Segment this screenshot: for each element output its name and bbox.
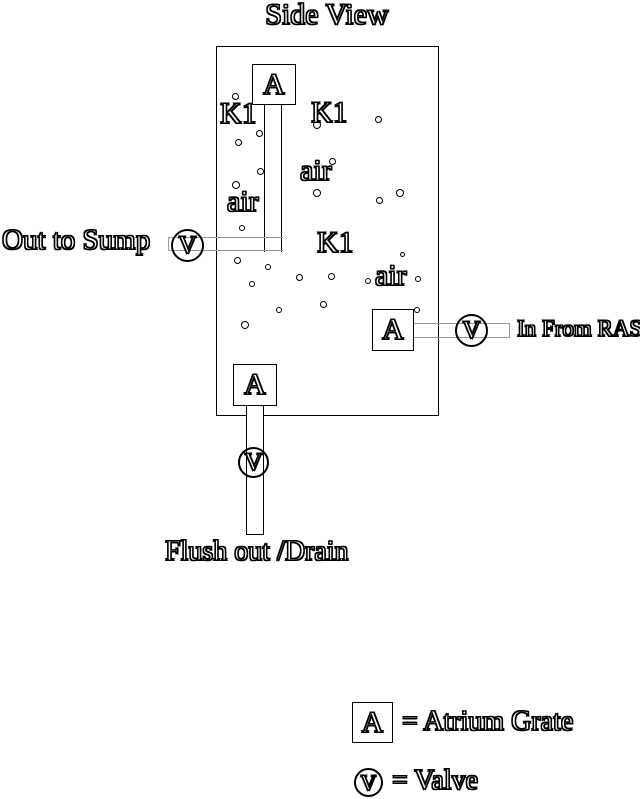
air-bubble: [233, 256, 241, 264]
air-bubble: [399, 251, 405, 257]
air-bubble: [231, 92, 239, 100]
label-out-to-sump: Out to Sump: [1, 224, 151, 256]
label-flush-drain: Flush out /Drain: [164, 536, 349, 567]
air-bubble: [255, 129, 263, 137]
label-in-from-ras: In From RAS: [516, 316, 640, 341]
tank-label-k1: K1: [316, 226, 354, 259]
tank-label-k1: K1: [219, 97, 257, 130]
atrium-grate-letter: A: [244, 368, 267, 401]
air-bubble: [375, 196, 383, 204]
air-bubble: [265, 264, 271, 270]
air-bubble: [313, 189, 321, 197]
air-bubble: [295, 273, 303, 281]
legend-valve-symbol: V: [354, 768, 383, 797]
valve-letter: V: [462, 317, 481, 344]
air-bubble: [374, 115, 382, 123]
atrium-grate-letter: A: [361, 705, 384, 739]
air-bubble: [234, 138, 242, 146]
tank-outline: [216, 46, 439, 416]
atrium-grate-top-box: A: [252, 64, 296, 105]
air-bubble: [232, 181, 240, 189]
air-bubble: [327, 272, 335, 280]
valve-in-from-ras: V: [455, 314, 488, 347]
atrium-grate-letter: A: [382, 313, 405, 346]
tank-label-air: air: [226, 185, 259, 218]
air-bubble: [241, 321, 249, 329]
air-bubble: [319, 300, 327, 308]
tank-label-air: air: [299, 154, 332, 187]
valve-out-to-sump: V: [171, 229, 204, 262]
legend-atrium-grate-text: = Atrium Grate: [401, 706, 574, 737]
valve-letter: V: [360, 769, 377, 795]
atrium-grate-right-box: A: [372, 309, 414, 351]
tank-label-air: air: [374, 259, 407, 292]
tank-label-k1: K1: [310, 96, 348, 129]
air-bubble: [414, 307, 420, 313]
pipe-out-to-sump: [168, 237, 283, 251]
atrium-grate-bottom-box: A: [233, 364, 277, 406]
air-bubble: [396, 189, 404, 197]
valve-letter: V: [178, 232, 197, 259]
legend-atrium-grate-box: A: [352, 702, 393, 743]
air-bubble: [276, 307, 282, 313]
air-bubble: [256, 167, 264, 175]
page-title: Side View: [265, 0, 390, 31]
atrium-grate-letter: A: [263, 67, 286, 101]
air-bubble: [249, 281, 255, 287]
air-bubble: [239, 225, 245, 231]
air-bubble: [415, 276, 421, 282]
valve-flush-drain: V: [238, 447, 269, 478]
air-bubble: [313, 121, 321, 129]
pipe-top-atrium: [264, 105, 282, 252]
air-bubble: [328, 157, 336, 165]
valve-letter: V: [244, 449, 263, 476]
legend-valve-text: = Valve: [391, 765, 479, 796]
air-bubble: [365, 278, 371, 284]
